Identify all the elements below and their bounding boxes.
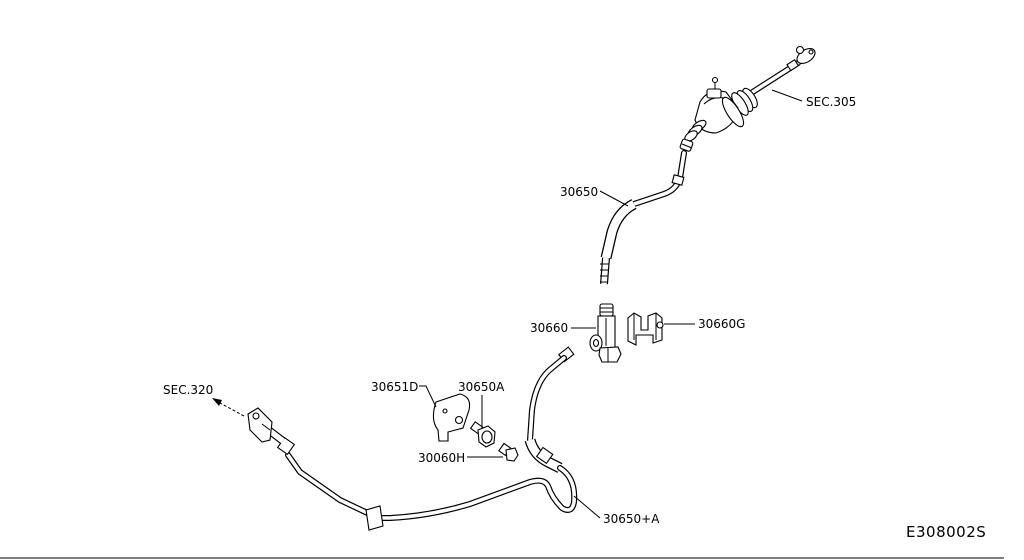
leader-30650-plus-a: [573, 495, 601, 519]
leader-30651d: [419, 385, 437, 408]
label-30660g[interactable]: 30660G: [698, 317, 745, 331]
clutch-tube-30650: [600, 150, 687, 285]
leader-lines: [212, 89, 803, 519]
bracket-30651d: [432, 393, 471, 442]
label-30650[interactable]: 30650: [560, 185, 598, 199]
label-sec-305[interactable]: SEC.305: [806, 95, 856, 109]
clutch-master-cylinder: [679, 45, 816, 152]
clutch-tube-30650-a: [247, 346, 578, 531]
label-30650-plus-a[interactable]: 30650+A: [603, 512, 660, 526]
label-sec-320[interactable]: SEC.320: [163, 383, 213, 397]
sec-320-arrow-line: [219, 402, 245, 417]
leader-30650: [599, 190, 629, 207]
label-30060h[interactable]: 30060H: [418, 451, 465, 465]
leader-sec-305: [771, 89, 803, 102]
junction-fitting-30660: [589, 303, 622, 363]
figure-code: E308002S: [906, 523, 986, 541]
label-30651d[interactable]: 30651D: [371, 380, 418, 394]
clip-30660g: [627, 312, 664, 346]
sec-320-arrowhead-icon: [212, 398, 222, 406]
label-30650a[interactable]: 30650A: [458, 380, 505, 394]
bolt-30060h: [498, 442, 519, 462]
bolt-30650a: [469, 421, 496, 448]
label-30660[interactable]: 30660: [530, 321, 568, 335]
